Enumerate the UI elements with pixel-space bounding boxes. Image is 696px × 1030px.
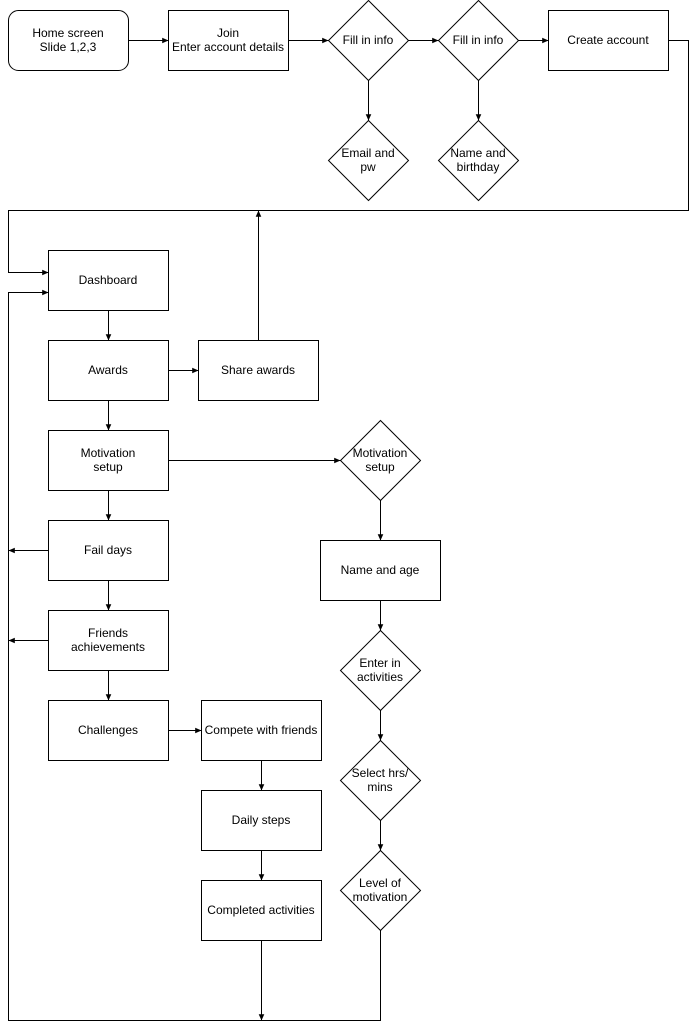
motivation-setup-diamond-label-1: Motivation (353, 446, 408, 460)
edge-create-to-dashboard (8, 40, 689, 276)
email-pw-label-1: Email and (341, 146, 394, 160)
node-awards: Awards (48, 340, 169, 401)
create-account-box (548, 10, 669, 71)
compete-friends-box (201, 700, 322, 761)
fill-info-1-label-1: Fill in info (343, 33, 394, 47)
motivation-setup-diamond-label-2: setup (365, 460, 395, 474)
friends-achievements-label-2: achievements (71, 640, 145, 654)
edge-level-to-bottom (8, 289, 381, 1021)
fail-days-label-1: Fail days (84, 543, 132, 557)
friends-achievements-label-1: Friends (88, 626, 128, 640)
email-pw-diamond (327, 119, 410, 202)
share-awards-box (198, 340, 319, 401)
node-completed-activities: Completed activities (201, 880, 322, 941)
awards-label-1: Awards (88, 363, 128, 377)
name-age-label-1: Name and age (341, 563, 420, 577)
join-box (168, 10, 289, 71)
node-compete-friends: Compete with friends (201, 700, 322, 761)
node-fill-info-2: Fill in info (437, 0, 520, 82)
node-select-hrs: Select hrs/mins (339, 739, 422, 822)
select-hrs-diamond (339, 739, 422, 822)
node-name-age: Name and age (320, 540, 441, 601)
create-account-label-1: Create account (567, 33, 649, 47)
completed-activities-label-1: Completed activities (207, 903, 314, 917)
awards-box (48, 340, 169, 401)
node-fail-days: Fail days (48, 520, 169, 581)
challenges-box (48, 700, 169, 761)
fill-info-2-diamond (437, 0, 520, 82)
node-create-account: Create account (548, 10, 669, 71)
dashboard-box (48, 250, 169, 311)
enter-activities-label-1: Enter in (359, 656, 400, 670)
level-motivation-label-1: Level of (359, 876, 402, 890)
share-awards-label-1: Share awards (221, 363, 295, 377)
email-pw-label-2: pw (360, 160, 376, 174)
select-hrs-label-1: Select hrs/ (352, 766, 409, 780)
name-birthday-diamond (437, 119, 520, 202)
node-dashboard: Dashboard (48, 250, 169, 311)
fail-days-box (48, 520, 169, 581)
home-screen-box (8, 10, 129, 71)
node-fill-info-1: Fill in info (327, 0, 410, 82)
select-hrs-label-2: mins (367, 780, 392, 794)
join-label-2: Enter account details (172, 40, 284, 54)
join-label-1: Join (217, 26, 239, 40)
challenges-label-1: Challenges (78, 723, 138, 737)
name-birthday-label-2: birthday (457, 160, 500, 174)
motivation-setup-box-box (48, 430, 169, 491)
home-screen-label-1: Home screen (32, 26, 103, 40)
daily-steps-box (201, 790, 322, 851)
name-age-box (320, 540, 441, 601)
fill-info-1-diamond (327, 0, 410, 82)
dashboard-label-1: Dashboard (79, 273, 138, 287)
motivation-setup-diamond-diamond (339, 419, 422, 502)
enter-activities-diamond (339, 629, 422, 712)
node-challenges: Challenges (48, 700, 169, 761)
compete-friends-label-1: Compete with friends (205, 723, 318, 737)
completed-activities-box (201, 880, 322, 941)
motivation-setup-box-label-2: setup (93, 460, 123, 474)
home-screen-label-2: Slide 1,2,3 (40, 40, 97, 54)
node-share-awards: Share awards (198, 340, 319, 401)
node-daily-steps: Daily steps (201, 790, 322, 851)
level-motivation-label-2: motivation (353, 890, 408, 904)
daily-steps-label-1: Daily steps (232, 813, 291, 827)
level-motivation-diamond (339, 849, 422, 932)
motivation-setup-box-label-1: Motivation (81, 446, 136, 460)
name-birthday-label-1: Name and (450, 146, 505, 160)
fill-info-2-label-1: Fill in info (453, 33, 504, 47)
friends-achievements-box (48, 610, 169, 671)
enter-activities-label-2: activities (357, 670, 403, 684)
